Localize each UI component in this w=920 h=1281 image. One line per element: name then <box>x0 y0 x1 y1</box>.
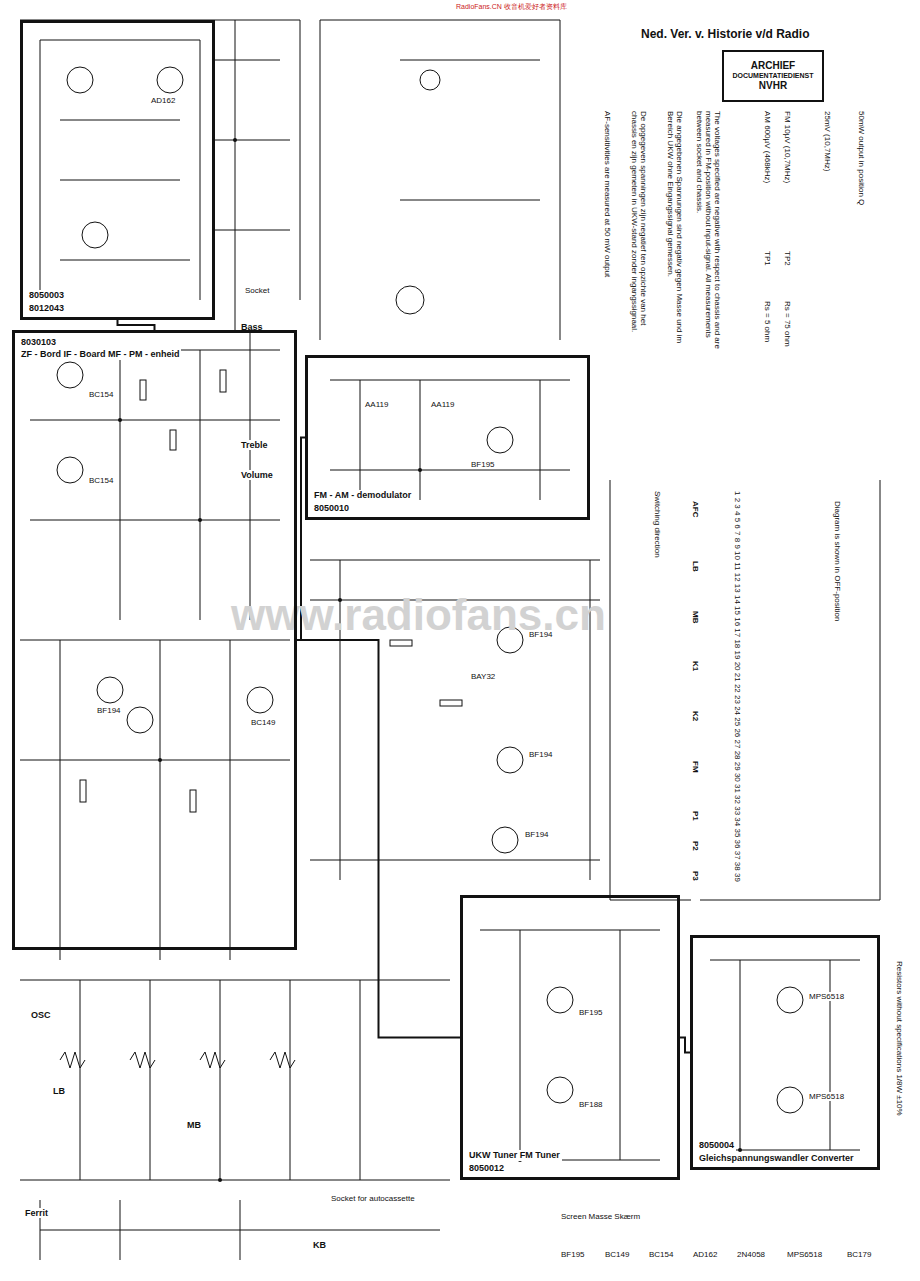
part-label: BF195 <box>578 1008 604 1017</box>
pinout-legend: AD162 <box>692 1250 718 1259</box>
switch-table: P3 <box>691 870 700 902</box>
part-label: Socket for autocassette <box>330 1194 416 1203</box>
pinout-legend: BC149 <box>604 1250 630 1259</box>
measurement-note: TP2 <box>783 250 792 292</box>
part-label: BF194 <box>528 630 554 639</box>
module-label: ZF - Bord IF - Board MF - PM - enheid <box>19 349 181 359</box>
measurement-note: Die angegebenen Spannungen sind negativ … <box>666 110 684 352</box>
measurement-note: Rs = 75 ohm <box>783 300 792 392</box>
watermark: RadioFans.CN 收音机爱好者资料库 <box>455 3 568 11</box>
switch-table: P1 <box>691 810 700 842</box>
module-label: NVHR <box>757 80 789 92</box>
module-label: 8050012 <box>467 1163 506 1173</box>
archive-stamp: ARCHIEFDOCUMENTATIEDIENSTNVHR <box>722 50 824 102</box>
module-wire <box>680 1038 690 1053</box>
part-label: AA119 <box>430 400 455 409</box>
part-label: BF194 <box>524 830 550 839</box>
part-label: Ferrit <box>24 1208 49 1218</box>
measurement-note: De opgegeven spanningen zijn negatief te… <box>630 110 648 352</box>
switch-table: AFC <box>691 500 700 532</box>
module-label: 8050004 <box>697 1140 736 1150</box>
part-label: AA119 <box>364 400 389 409</box>
part-label: LB <box>52 1086 66 1096</box>
pinout-legend: MPS6518 <box>786 1250 823 1259</box>
part-label: MPS6518 <box>808 992 845 1001</box>
module-wire <box>297 640 460 1038</box>
part-label: BF188 <box>578 1100 604 1109</box>
pinout-legend: BC154 <box>648 1250 674 1259</box>
part-label: BF194 <box>528 750 554 759</box>
part-label: BC154 <box>88 390 114 399</box>
part-label: Socket <box>244 286 270 295</box>
output-amplifier-module: 8050003 8012043 <box>20 20 215 320</box>
switch-table: FM <box>691 760 700 792</box>
part-label: BC149 <box>250 718 276 727</box>
part-label: KB <box>312 1240 327 1250</box>
pinout-legend: BF195 <box>560 1250 586 1259</box>
module-wire <box>118 320 155 330</box>
archive-heading: Ned. Ver. v. Historie v/d Radio <box>640 28 811 42</box>
part-label: BAY32 <box>470 672 496 681</box>
switch-table: 1 2 3 4 5 6 7 8 9 10 11 12 13 14 15 16 1… <box>733 490 742 892</box>
measurement-note: 50mW output in position Q <box>857 110 866 362</box>
converter-module: 8050004Gleichspannungswandler Converter <box>690 935 880 1170</box>
part-label: BC154 <box>88 476 114 485</box>
measurement-note: The voltages specified are negative with… <box>694 110 722 352</box>
pinout-legend: BC179 <box>846 1250 872 1259</box>
module-label: DOCUMENTATIEDIENST <box>730 72 815 80</box>
part-label: AD162 <box>150 96 176 105</box>
part-label: Treble <box>240 440 269 450</box>
measurement-note: AM 600µV (468kHz) <box>763 110 772 232</box>
switch-table: MB <box>691 610 700 642</box>
switch-table: K1 <box>691 660 700 692</box>
module-label: UKW Tuner FM Tuner <box>467 1150 562 1160</box>
part-label: Volume <box>240 470 274 480</box>
pinout-legend: 2N4058 <box>736 1250 766 1259</box>
module-label: 8012043 <box>27 303 66 313</box>
switch-table: Diagram is shown in OFF-position <box>833 500 842 802</box>
part-label: OSC <box>30 1010 52 1020</box>
measurement-note: FM 10µV (10,7MHz) <box>783 110 792 232</box>
legend-note: Resistors without specifications 1/8W ±1… <box>895 960 904 1262</box>
demodulator-module: FM - AM - demodulator 8050010 <box>305 355 590 520</box>
switch-table: Switching direction <box>653 490 662 632</box>
module-label: 8050010 <box>312 503 351 513</box>
switch-table: P2 <box>691 840 700 872</box>
module-label: FM - AM - demodulator <box>312 490 413 500</box>
if-board-module: 8030103 ZF - Bord IF - Board MF - PM - en… <box>12 330 297 950</box>
measurement-note: AF-sensitivities are measured at 50 mW o… <box>603 110 612 352</box>
part-label: MB <box>186 1120 202 1130</box>
measurement-note: 25mV (10,7MHz) <box>823 110 832 232</box>
module-label: 8030103 <box>19 337 58 347</box>
measurement-note: TP1 <box>763 250 772 292</box>
measurement-note: Rs = 5 ohm <box>763 300 772 392</box>
switch-table: K2 <box>691 710 700 742</box>
module-label: ARCHIEF <box>749 60 797 72</box>
part-label: BF195 <box>470 460 496 469</box>
part-label: BF194 <box>96 706 122 715</box>
module-label: Gleichspannungswandler Converter <box>697 1153 856 1163</box>
fm-tuner-module: UKW Tuner FM Tuner 8050012 <box>460 895 680 1180</box>
switch-table: LB <box>691 560 700 592</box>
module-label: 8050003 <box>27 290 66 300</box>
part-label: MPS6518 <box>808 1092 845 1101</box>
pinout-legend: Screen Masse Skærm <box>560 1212 641 1221</box>
